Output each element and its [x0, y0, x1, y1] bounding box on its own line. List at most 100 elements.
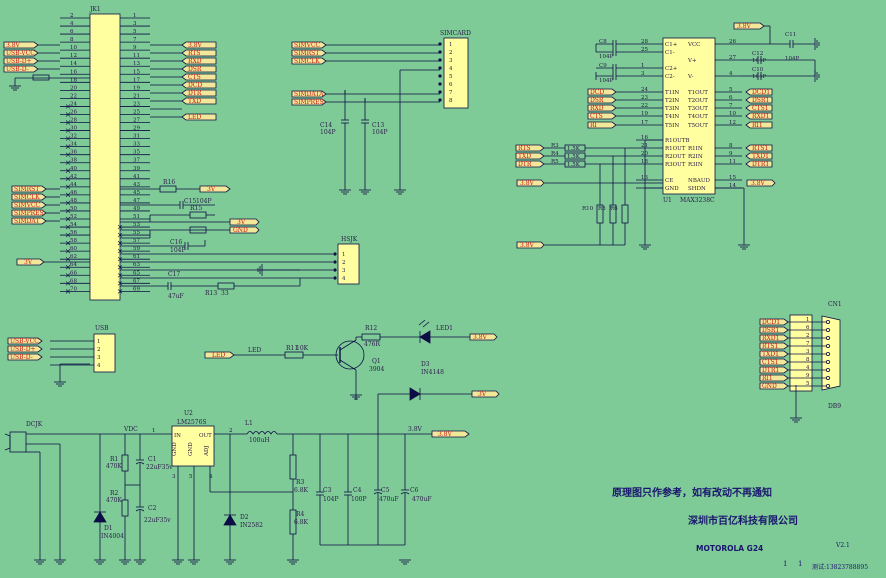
- svg-text:R15: R15: [190, 205, 202, 212]
- cap-val: 104P: [599, 78, 613, 84]
- usb-flag: [7, 353, 43, 361]
- no-connect-mark: [65, 168, 71, 173]
- svg-text:100P: 100P: [351, 496, 367, 503]
- max-rin-flag: [745, 160, 773, 168]
- no-connect-mark: [117, 281, 123, 286]
- svg-text:470uF: 470uF: [379, 496, 398, 503]
- svg-text:6.8K: 6.8K: [294, 487, 309, 494]
- jk1-left-pin-num: 32: [70, 134, 77, 140]
- max-pull-ref: R6: [610, 206, 618, 212]
- max-rout-flag: [515, 152, 545, 160]
- db9-flag: [759, 342, 789, 350]
- db9-pin-num: 2: [806, 333, 810, 339]
- simcard-flag-label: SIMRST: [294, 50, 319, 57]
- jk1-right-pin-num: 53: [133, 222, 140, 228]
- max-right-pin-name: T1OUT: [688, 90, 708, 96]
- max-in-flag: [587, 112, 617, 120]
- max-rout-flag: [515, 160, 545, 168]
- no-connect-mark: [117, 224, 123, 230]
- db9-flag-label: CTS1: [762, 359, 779, 366]
- max-out-flag-label: RI1: [752, 122, 763, 129]
- max-out-flag: [745, 112, 773, 120]
- max-rout-val: 1.5K: [567, 154, 581, 160]
- usb-flag: [7, 337, 43, 345]
- max-in-flag-label: RI: [590, 122, 598, 129]
- max-right-pin-name: T2OUT: [688, 98, 708, 104]
- jk1-left-pin-num: 14: [70, 61, 77, 67]
- jk1-right-flag-label: DTR: [188, 90, 202, 97]
- simcard-pin-dot: [438, 90, 442, 94]
- jk1-right-flag: [181, 57, 217, 65]
- svg-text:3V: 3V: [478, 391, 487, 398]
- hsjk-pin-dot: [333, 252, 337, 256]
- jk1-right-pin-num: 57: [133, 238, 140, 244]
- jk1-left-pin-num: 70: [70, 286, 77, 292]
- db9-pin: [826, 367, 831, 372]
- max-out-flag-label: DSR1: [752, 97, 769, 104]
- max-rin-flag: [745, 144, 773, 152]
- svg-text:3904: 3904: [369, 366, 384, 373]
- max-right-pin-name: R2IN: [688, 154, 703, 160]
- jk1-right-flag-label: RXD: [188, 58, 202, 65]
- max-left-pin-name: T4IN: [665, 114, 679, 120]
- db9-flag: [759, 350, 789, 358]
- jk1-right-pin-num: 47: [133, 198, 140, 204]
- jk1-left-pin-num: 52: [70, 214, 77, 220]
- max-left-pin-name: GND: [665, 186, 679, 192]
- jk1-right-pin-num: 69: [133, 286, 140, 292]
- max-right-pin-num: 27: [729, 55, 736, 61]
- db9-pin: [826, 383, 831, 388]
- svg-text:GND: GND: [233, 227, 248, 234]
- svg-text:IN2582: IN2582: [240, 522, 263, 529]
- jk1-sim-flag: [11, 193, 47, 201]
- svg-text:GND: GND: [172, 442, 178, 456]
- jk1-left-pin-num: 20: [70, 85, 77, 91]
- svg-text:R11: R11: [286, 345, 298, 352]
- db9-flag-label: DSR1: [762, 327, 779, 334]
- cap-val: 104P: [599, 54, 613, 60]
- jk1-left-pin-num: 18: [70, 77, 77, 83]
- notice-text: 原理图只作参考，如有改动不再通知: [612, 486, 772, 499]
- svg-text:3.8V: 3.8V: [737, 23, 752, 30]
- simcard-pin: 5: [449, 74, 453, 80]
- jk1-right-flag: [181, 65, 217, 73]
- max-rin-flag-label: RTS1: [752, 145, 768, 152]
- svg-text:470K: 470K: [106, 463, 122, 470]
- svg-text:47uF: 47uF: [168, 293, 184, 300]
- jk1-right-pin-num: 65: [133, 270, 140, 276]
- simcard-flag: [291, 41, 327, 49]
- svg-text:C1: C1: [148, 456, 156, 463]
- jk1-right-flag-label: DSR: [188, 66, 202, 73]
- no-connect-mark: [65, 232, 71, 238]
- svg-text:C6: C6: [410, 487, 419, 494]
- svg-text:33: 33: [221, 290, 229, 297]
- max-out-flag: [745, 121, 773, 129]
- svg-text:R13: R13: [205, 290, 217, 297]
- max-in-flag-label: DSR: [590, 97, 604, 104]
- max-in-flag-label: DCD: [590, 89, 604, 96]
- svg-text:SIMCARD: SIMCARD: [440, 30, 471, 37]
- max-right-pin-num: 11: [729, 159, 736, 165]
- svg-text:6.8K: 6.8K: [294, 519, 309, 526]
- simcard-pin: 7: [449, 90, 453, 96]
- max-rout-flag: [515, 144, 545, 152]
- jk1-left-pin-num: 8: [70, 37, 74, 43]
- svg-text:3.8V: 3.8V: [408, 426, 423, 433]
- usb-pin: 3: [97, 355, 101, 361]
- diode-d3: D3 IN4148 3V: [377, 361, 500, 434]
- max-pull-ref: R8: [598, 206, 606, 212]
- db9-pin-num: 1: [806, 317, 810, 323]
- svg-text:C2: C2: [148, 505, 157, 512]
- svg-text:R12: R12: [365, 325, 377, 332]
- simcard-flag: [291, 90, 327, 98]
- svg-text:DB9: DB9: [828, 403, 841, 410]
- db9-flag: [759, 326, 789, 334]
- jk1-left-pin-num: 38: [70, 158, 77, 164]
- max-rin-flag-label: TXD1: [752, 153, 769, 160]
- no-connect-mark: [65, 104, 71, 109]
- svg-text:HSJK: HSJK: [341, 236, 358, 243]
- db9-flag: [759, 318, 789, 326]
